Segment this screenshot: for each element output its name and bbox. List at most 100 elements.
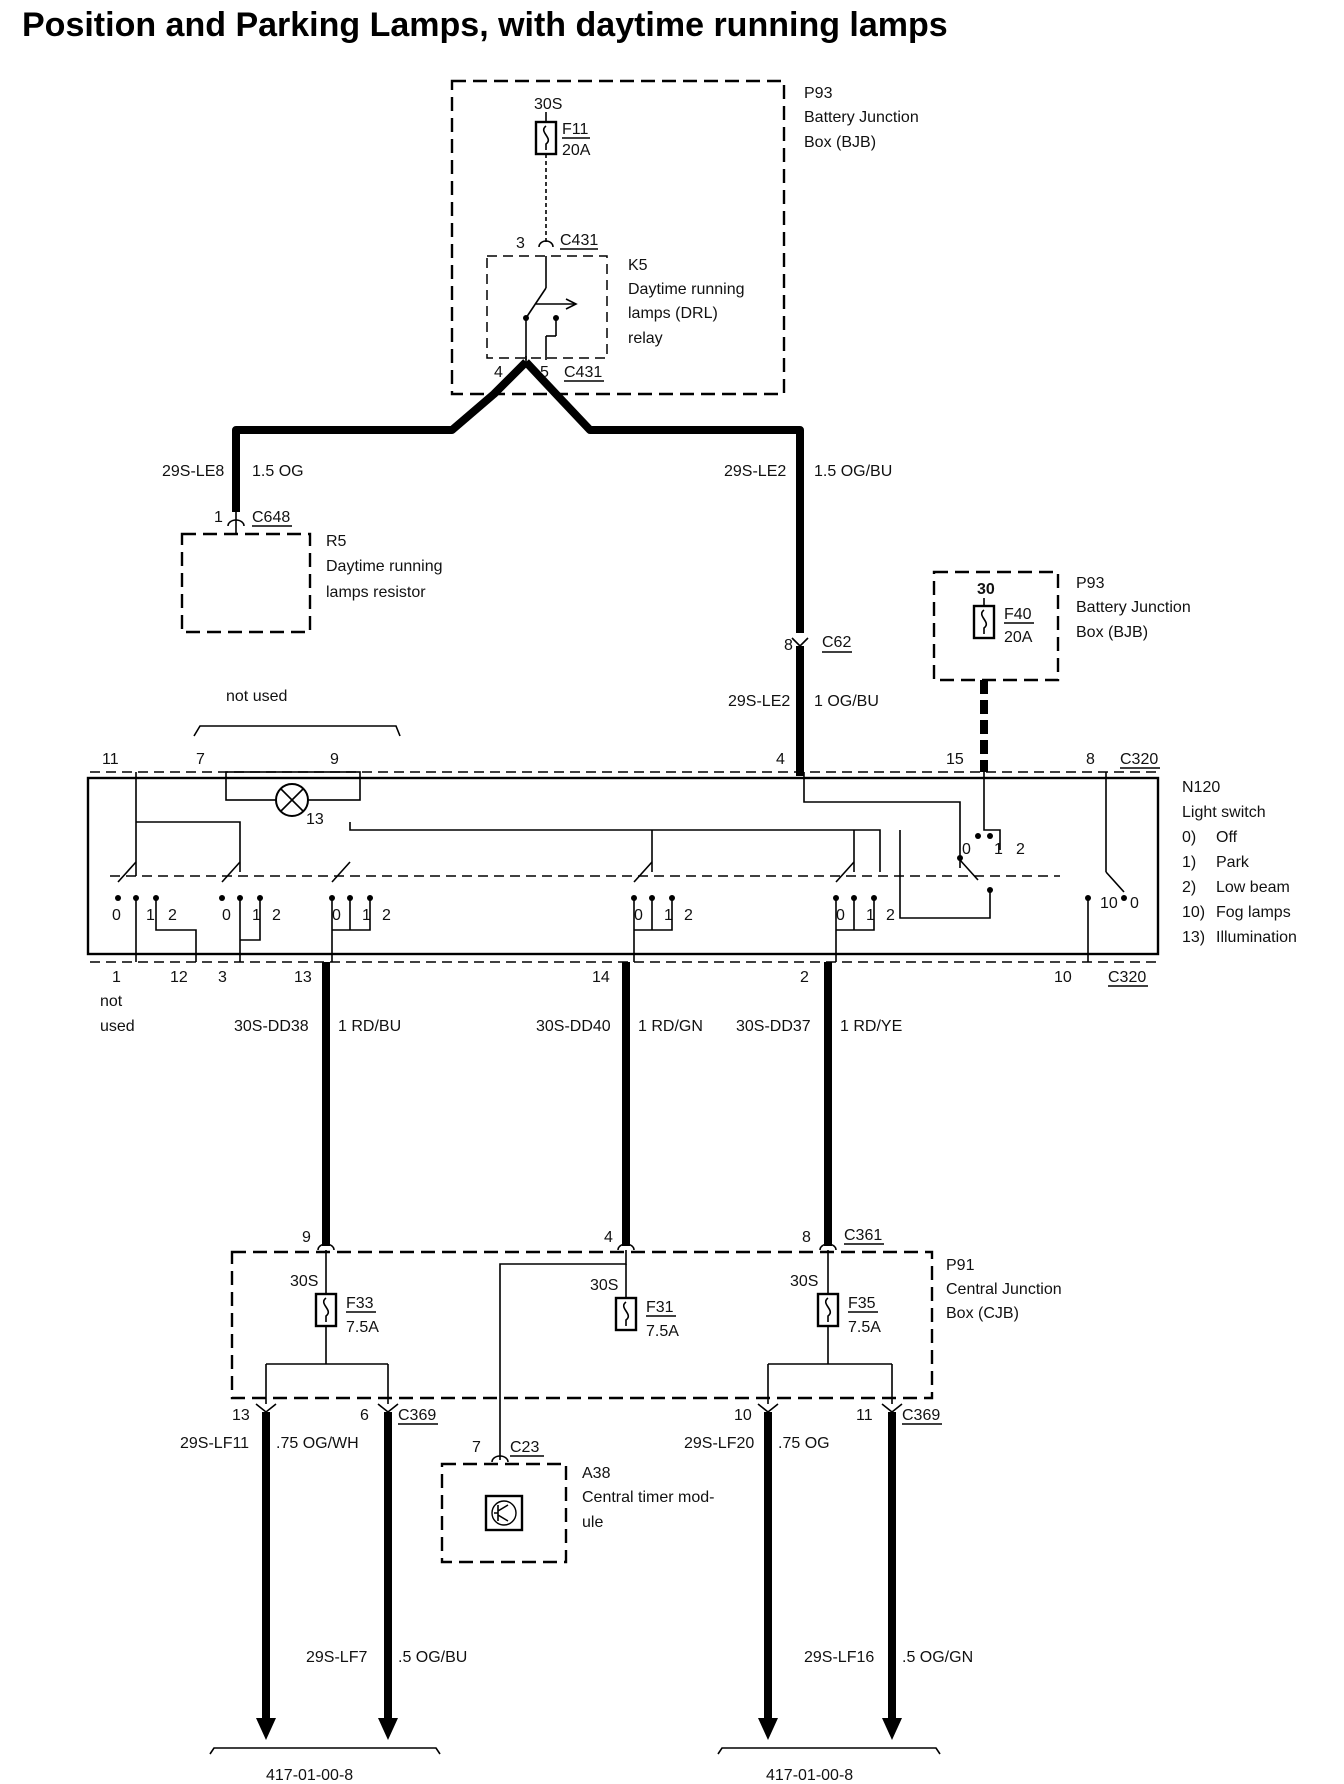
g4-pos2: 2 (684, 907, 693, 924)
bjb-right-outline (932, 570, 1060, 682)
switch-bot-pin-2: 2 (800, 969, 809, 986)
legend-label-1: Park (1216, 854, 1250, 871)
wire-lf7-circuit: 29S-LF7 (306, 1649, 367, 1666)
wire-le8-circuit: 29S-LE8 (162, 463, 224, 480)
fuse-f31-supply: 30S (590, 1277, 618, 1294)
relay-pin5: 5 (540, 364, 549, 381)
bjb-right-line1: Battery Junction (1076, 599, 1191, 616)
c62-conn: C62 (822, 634, 851, 651)
timer-line2: ule (582, 1514, 603, 1531)
resistor-line2: lamps resistor (326, 584, 426, 601)
relay-line3: relay (628, 330, 663, 347)
switch-top-pin-4: 4 (776, 751, 785, 768)
legend-label-0: Off (1216, 829, 1238, 846)
switch-top-pin-9: 9 (330, 751, 339, 768)
legend-num-1: 1) (1182, 854, 1196, 871)
bjb-top-id: P93 (804, 85, 833, 102)
legend-num-4: 13) (1182, 929, 1205, 946)
fuse-f11-supply: 30S (534, 96, 562, 113)
fuse-f31-symbol (614, 1296, 638, 1332)
switch-bot-pin-3: 3 (218, 969, 227, 986)
wire-lf11-spec: .75 OG/WH (276, 1435, 359, 1452)
relay-k5-outline (486, 255, 608, 359)
wire-le8-spec: 1.5 OG (252, 463, 304, 480)
c361-pin-8: 8 (802, 1229, 811, 1246)
cjb-id: P91 (946, 1257, 975, 1274)
g4-pos0: 0 (634, 907, 643, 924)
arrow-lf16 (882, 1718, 902, 1740)
switch-bot-pin-12: 12 (170, 969, 188, 986)
fuse-f35-name: F35 (848, 1295, 876, 1312)
wire-lf7-spec: .5 OG/BU (398, 1649, 467, 1666)
light-switch-name: Light switch (1182, 804, 1266, 821)
arrow-lf7 (378, 1718, 398, 1740)
relay-pin3-connector (538, 240, 554, 248)
connector-c369-left: 13 6 C369 (232, 1403, 438, 1425)
not-used-top: not used (226, 688, 287, 705)
wire-dd38-spec: 1 RD/BU (338, 1018, 401, 1035)
wire-dd37-spec: 1 RD/YE (840, 1018, 902, 1035)
fuse-f35-rating: 7.5A (848, 1319, 881, 1336)
cjb-line1: Central Junction (946, 1281, 1062, 1298)
bjb-top: P93 Battery Junction Box (BJB) 30S F11 2… (450, 79, 919, 396)
switch-c320-top: C320 (1120, 751, 1158, 768)
g3-pos0: 0 (332, 907, 341, 924)
resistor-outline (180, 532, 312, 634)
g5-pos2: 2 (886, 907, 895, 924)
g4-pos1: 1 (664, 907, 673, 924)
g2-pos1: 1 (252, 907, 261, 924)
relay-line2: lamps (DRL) (628, 305, 718, 322)
wire-lf20-spec: .75 OG (778, 1435, 830, 1452)
timer-id: A38 (582, 1465, 611, 1482)
bjb-right-id: P93 (1076, 575, 1105, 592)
fuse-f33-name: F33 (346, 1295, 374, 1312)
switch-top-pin-15: 15 (946, 751, 964, 768)
c369-right-conn: C369 (902, 1407, 940, 1424)
g7-pos10: 10 (1100, 895, 1118, 912)
fuse-f40-name: F40 (1004, 606, 1032, 623)
wire-lf16-spec: .5 OG/GN (902, 1649, 973, 1666)
resistor-r5: 1 C648 R5 Daytime running lamps resistor (180, 509, 443, 634)
c369-left-conn: C369 (398, 1407, 436, 1424)
bjb-top-outline (450, 79, 786, 396)
resistor-id: R5 (326, 533, 347, 550)
relay-conn-top: C431 (560, 232, 598, 249)
not-used-left-line1: not (100, 993, 123, 1010)
bjb-right: 30 F40 20A P93 Battery Junction Box (BJB… (932, 570, 1191, 682)
g3-pos1: 1 (362, 907, 371, 924)
g1-pos0: 0 (112, 907, 121, 924)
timer-transistor-icon (484, 1494, 524, 1532)
relay-pin3: 3 (516, 235, 525, 252)
switch-top-pin-11: 11 (102, 751, 119, 768)
not-used-brace (193, 725, 401, 737)
switch-c320-bottom: C320 (1108, 969, 1146, 986)
fuse-f31-rating: 7.5A (646, 1323, 679, 1340)
bjb-top-line1: Battery Junction (804, 109, 919, 126)
relay-line1: Daytime running (628, 281, 745, 298)
resistor-line1: Daytime running (326, 558, 443, 575)
lamp-number: 13 (306, 811, 324, 828)
ref-bracket-left (209, 1747, 441, 1755)
legend-num-3: 10) (1182, 904, 1205, 921)
light-switch-outline (86, 776, 1160, 956)
c369-right-pin-11: 11 (856, 1407, 873, 1424)
cjb-p91: P91 Central Junction Box (CJB) 30S F33 7… (230, 1250, 1062, 1460)
wire-dd38-circuit: 30S-DD38 (234, 1018, 309, 1035)
relay-id: K5 (628, 257, 648, 274)
c361-pin-4: 4 (604, 1229, 613, 1246)
g6-pos2: 2 (1016, 841, 1025, 858)
wire-dd40-circuit: 30S-DD40 (536, 1018, 611, 1035)
g6-pos1: 1 (994, 841, 1003, 858)
switch-top-pin-7: 7 (196, 751, 205, 768)
c361-pin-9: 9 (302, 1229, 311, 1246)
switch-top-pin-8: 8 (1086, 751, 1095, 768)
c369-right-pin-10: 10 (734, 1407, 752, 1424)
legend-num-0: 0) (1182, 829, 1196, 846)
timer-line1: Central timer mod- (582, 1489, 714, 1506)
fuse-f40-rating: 20A (1004, 629, 1033, 646)
legend-label-4: Illumination (1216, 929, 1297, 946)
timer-conn: C23 (510, 1439, 539, 1456)
ref-bracket-right (717, 1747, 941, 1755)
light-switch-n120: 11 7 9 4 15 8 C320 13 0 1 2 0 1 (86, 751, 1297, 1035)
